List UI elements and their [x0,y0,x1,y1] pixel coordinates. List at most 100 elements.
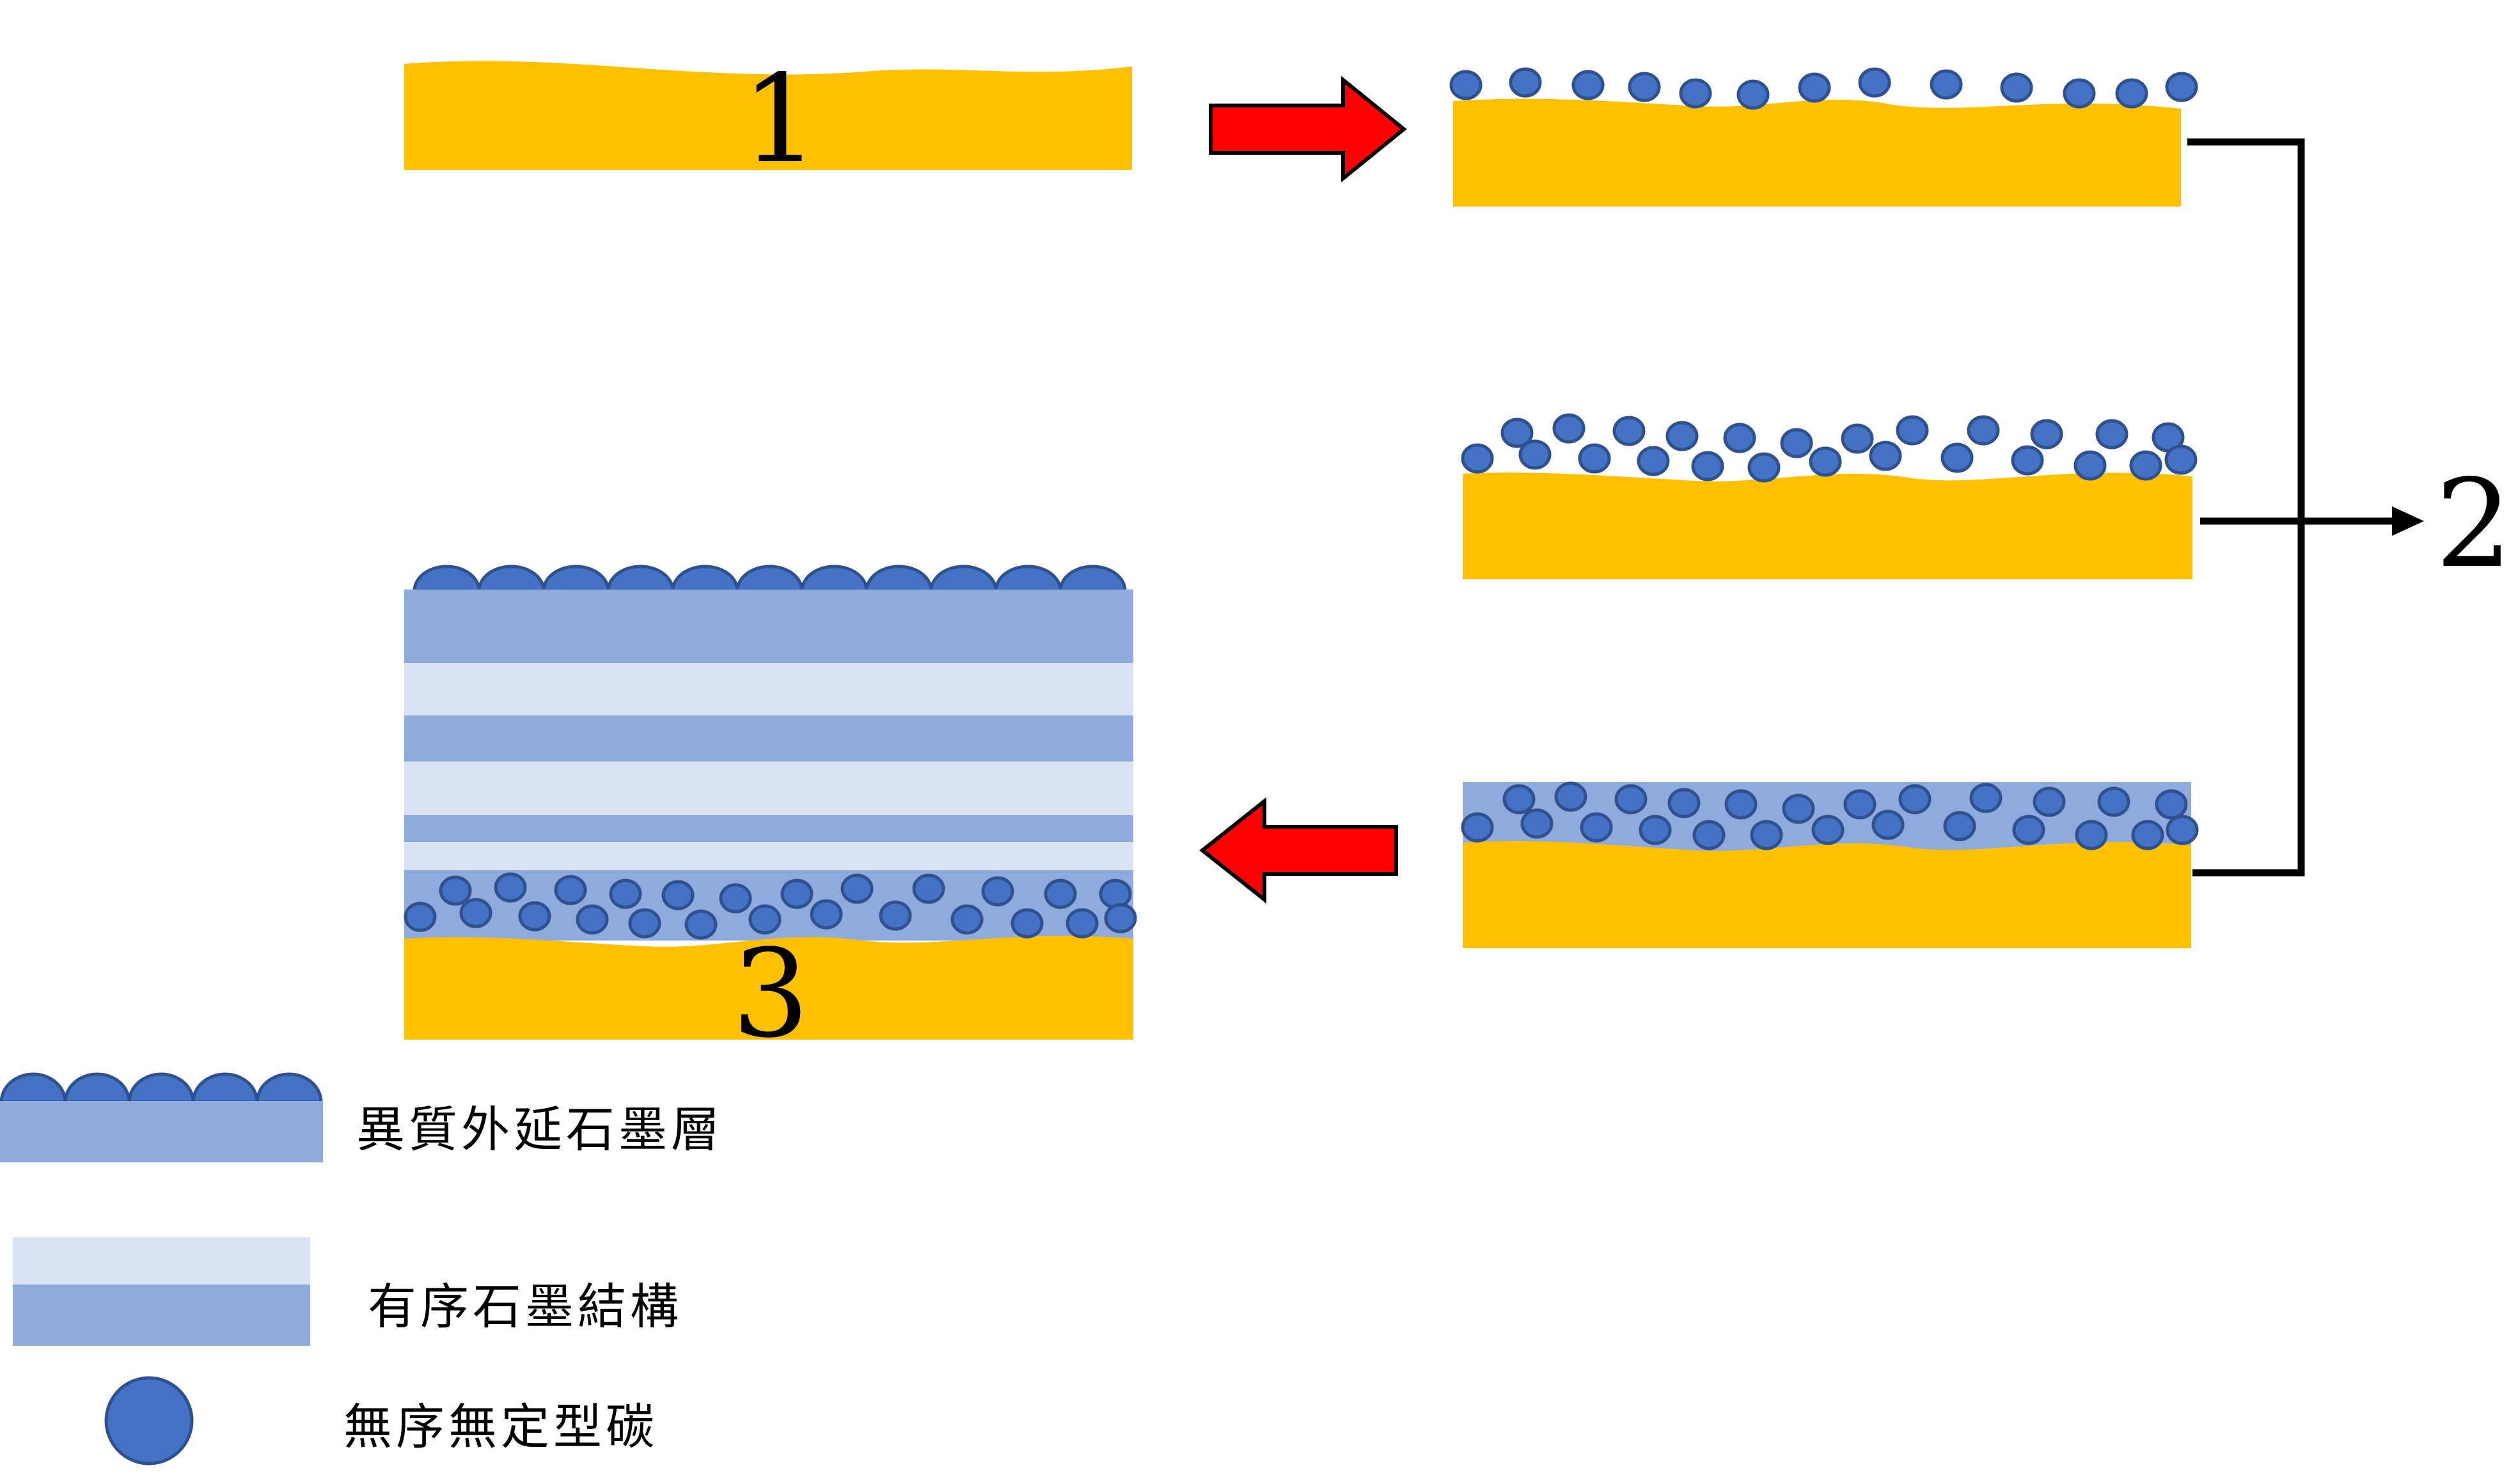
amorphous-carbon-particle [2073,450,2107,481]
substrate-block [404,61,1132,171]
amorphous-carbon-particle [2000,72,2033,103]
amorphous-carbon-particle [780,879,814,909]
substrate-block [1453,98,2181,207]
legend-label-amorphous-carbon: 無序無定型碳 [343,1398,658,1455]
amorphous-carbon-particle [2095,419,2128,449]
substrate-block [1463,841,2191,948]
amorphous-carbon-particle [2097,786,2130,817]
amorphous-carbon-particles [1461,413,2198,483]
amorphous-carbon-particle [576,904,609,935]
amorphous-carbon-particle [1044,879,1077,909]
amorphous-carbon-particle [1461,812,1494,843]
amorphous-carbon-particle [661,880,695,910]
epitaxial-graphene-bump [413,565,481,593]
amorphous-carbon-particle [1099,879,1132,909]
amorphous-carbon-particle [1667,788,1701,818]
legend-epitaxial-bump [0,1072,67,1104]
stage-1-substrate: 1 [404,49,1132,190]
amorphous-carbon-particle [518,901,551,932]
epitaxial-graphene-bump [994,565,1062,593]
epitaxial-graphene-bump [606,565,675,593]
amorphous-carbon-particles [404,872,1137,940]
amorphous-carbon-particle [2011,445,2044,476]
legend-item-ordered-graphite: 有序石墨結構 [13,1237,682,1346]
amorphous-carbon-particle [2164,444,2198,475]
ordered-graphite-band [404,815,1133,842]
amorphous-carbon-particle [1580,812,1613,843]
step-3-label: 3 [732,923,810,1065]
amorphous-carbon-particle [1509,67,1542,98]
legend-item-amorphous-carbon: 無序無定型碳 [104,1376,658,1465]
amorphous-carbon-particle [1614,784,1648,815]
amorphous-carbon-particle [2129,450,2162,481]
amorphous-carbon-particle [748,904,782,935]
amorphous-carbon-particle [494,872,527,903]
amorphous-carbon-particle [2115,78,2148,109]
amorphous-carbon-particle [1811,815,1845,845]
amorphous-carbon-particle [2030,419,2063,449]
amorphous-carbon-particle [1011,908,1044,939]
amorphous-carbon-particle [1871,809,1905,840]
amorphous-carbon-particle [1571,70,1605,100]
amorphous-carbon-particle [1502,784,1536,815]
amorphous-carbon-particle [2165,72,2198,102]
substrate-block [1463,473,2192,579]
ordered-graphite-band [404,663,1133,715]
amorphous-carbon-particle [1967,415,2000,446]
amorphous-carbon-particle [1943,811,1976,841]
legend-epitaxial-swatch [0,1101,323,1162]
amorphous-carbon-particle [1665,421,1699,451]
legend-ordered-swatch-dark [13,1285,310,1346]
black-right-arrow-icon [2392,506,2424,536]
legend-amorphous-swatch [104,1376,194,1465]
bracket-connector: 2 [2187,138,2513,877]
amorphous-carbon-particle [439,875,472,906]
amorphous-carbon-particle [1809,446,1842,477]
amorphous-carbon-particle [1449,70,1483,100]
amorphous-carbon-particle [1637,446,1670,476]
amorphous-carbon-particle [1780,428,1813,458]
legend-epitaxial-bump [127,1072,195,1104]
amorphous-carbon-particles [1461,781,2199,850]
amorphous-carbon-particle [912,873,945,904]
legend-epitaxial-bump [255,1072,323,1104]
amorphous-carbon-particle [2131,820,2164,850]
amorphous-carbon-particle [2155,789,2188,820]
legend: 異質外延石墨層 有序石墨結構 無序無定型碳 [0,1072,723,1465]
amorphous-carbon-particle [1724,789,1758,820]
amorphous-carbon-particle [1679,78,1712,109]
legend-epitaxial-swatch-bumps [0,1072,323,1104]
red-right-arrow-icon [1209,75,1407,183]
legend-label-ordered-graphite: 有序石墨結構 [368,1278,682,1335]
amorphous-carbon-particle [1552,413,1586,444]
amorphous-carbon-particle [840,873,874,904]
epitaxial-graphene-bump [671,565,739,593]
amorphous-carbon-particle [981,876,1014,907]
ordered-graphite-band [404,715,1133,762]
amorphous-carbon-particle [1066,908,1099,939]
amorphous-carbon-particle [1104,903,1137,933]
amorphous-carbon-particle [2063,78,2096,109]
amorphous-carbon-particle [1898,784,1932,815]
amorphous-carbon-particle [810,899,843,930]
stage-2a-deposition [1449,67,2198,207]
amorphous-carbon-particle [2075,820,2108,850]
step-2-label: 2 [2435,453,2513,595]
amorphous-carbon-particle [628,908,661,939]
legend-epitaxial-bump [63,1072,131,1104]
amorphous-carbon-particle [2033,786,2066,817]
step-1-label: 1 [742,49,819,190]
amorphous-carbon-particle [1518,439,1552,470]
legend-item-epitaxial-graphene: 異質外延石墨層 [0,1072,723,1162]
amorphous-carbon-particle [1628,72,1661,102]
legend-label-epitaxial-graphene: 異質外延石墨層 [356,1101,723,1158]
amorphous-carbon-particle [404,902,437,932]
amorphous-carbon-particle [1930,69,1963,100]
epitaxial-graphene-bump [1058,565,1127,593]
epitaxial-graphene-bumps [413,565,1127,593]
amorphous-carbon-particle [1869,441,1902,471]
red-left-arrow-icon [1199,797,1398,904]
epitaxial-graphene-bump [542,565,610,593]
amorphous-carbon-particle [1750,820,1783,850]
epitaxial-graphene-bump [477,565,546,593]
